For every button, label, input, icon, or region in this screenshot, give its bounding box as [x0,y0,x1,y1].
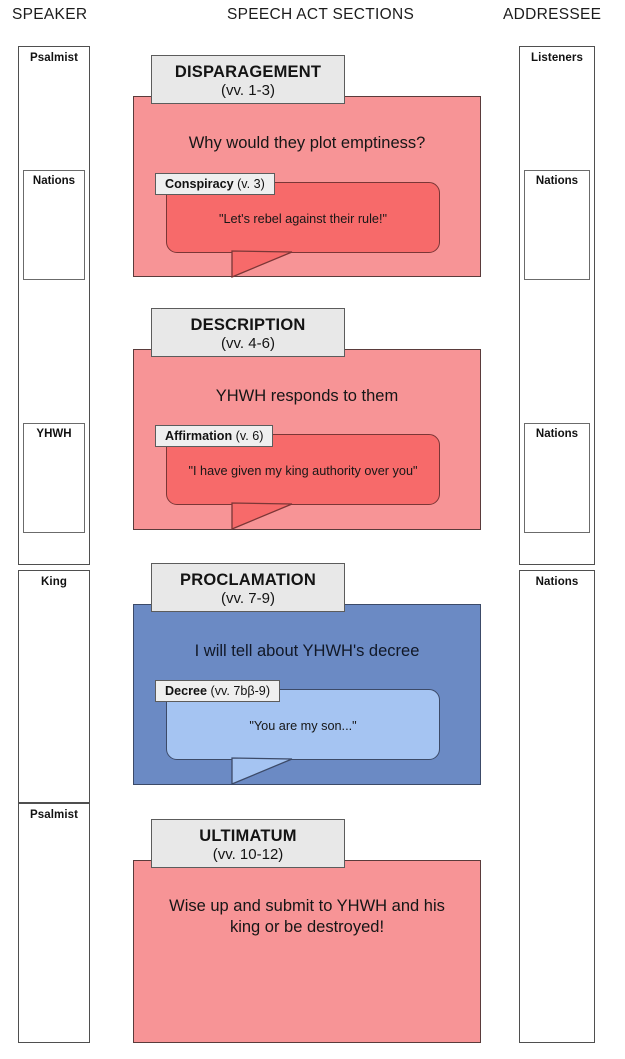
section-description-bubble-label-name: Affirmation [165,429,233,443]
section-disparagement-bubble-label-name: Conspiracy [165,177,234,191]
section-description-bubble-label: Affirmation (v. 6) [155,425,274,447]
section-description-bubble-tail [231,502,293,530]
addressee-box-nations-3-label: Nations [535,576,579,588]
section-proclamation-title-box: PROCLAMATION (vv. 7-9) [151,563,345,612]
section-proclamation-bubble-label-name: Decree [165,684,208,698]
section-disparagement-bubble: "Let's rebel against their rule!" [166,182,440,253]
section-ultimatum-verses: (vv. 10-12) [212,846,284,864]
section-disparagement-verses: (vv. 1-3) [221,82,275,100]
column-header-speaker: SPEAKER [12,6,88,23]
addressee-box-nations-2-label: Nations [535,428,579,440]
section-description-title: DESCRIPTION [190,316,306,334]
section-proclamation-bubble-text: "You are my son..." [249,719,357,733]
section-ultimatum-panel [133,860,481,1043]
section-proclamation-bubble-label-verses: (vv. 7bβ-9) [210,684,271,698]
section-proclamation-summary: I will tell about YHWH's decree [194,642,420,660]
section-description-bubble-label-verses: (v. 6) [235,429,264,443]
section-proclamation-bubble-label: Decree (vv. 7bβ-9) [155,680,281,702]
section-ultimatum-title: ULTIMATUM [199,827,297,845]
section-ultimatum-summary: Wise up and submit to YHWH and his king … [169,897,445,936]
speaker-box-yhwh-label: YHWH [36,428,72,440]
column-header-speech-act-sections: SPEECH ACT SECTIONS [227,6,415,23]
addressee-box-listeners-label: Listeners [530,52,584,64]
speaker-box-yhwh: YHWH [23,423,85,533]
section-ultimatum-title-box: ULTIMATUM (vv. 10-12) [151,819,345,868]
section-disparagement-summary: Why would they plot emptiness? [188,134,426,152]
section-description-title-box: DESCRIPTION (vv. 4-6) [151,308,345,357]
speaker-box-nations: Nations [23,170,85,280]
section-proclamation-verses: (vv. 7-9) [221,590,275,608]
addressee-box-nations-3: Nations [519,570,595,1043]
speaker-box-psalmist-2-label: Psalmist [29,809,79,821]
addressee-box-nations-1-label: Nations [535,175,579,187]
section-disparagement-bubble-label: Conspiracy (v. 3) [155,173,275,195]
section-description-bubble-text: "I have given my king authority over you… [188,464,418,478]
addressee-box-nations-2: Nations [524,423,590,533]
speaker-box-king-label: King [41,576,67,588]
section-disparagement-title: DISPARAGEMENT [174,63,322,81]
section-proclamation-title: PROCLAMATION [180,571,316,589]
addressee-box-nations-1: Nations [524,170,590,280]
column-header-addressee: ADDRESSEE [503,6,602,23]
section-disparagement-bubble-tail [231,250,293,278]
section-disparagement-bubble-label-verses: (v. 3) [237,177,265,191]
section-disparagement-bubble-text: "Let's rebel against their rule!" [219,212,387,226]
speaker-box-psalmist-1-label: Psalmist [29,52,79,64]
section-disparagement-title-box: DISPARAGEMENT (vv. 1-3) [151,55,345,104]
speaker-box-king: King [18,570,90,803]
section-description-summary: YHWH responds to them [215,387,399,405]
speaker-box-nations-label: Nations [32,175,76,187]
section-description-verses: (vv. 4-6) [221,335,275,353]
section-proclamation-bubble-tail [231,757,293,785]
speaker-box-psalmist-2: Psalmist [18,803,90,1043]
